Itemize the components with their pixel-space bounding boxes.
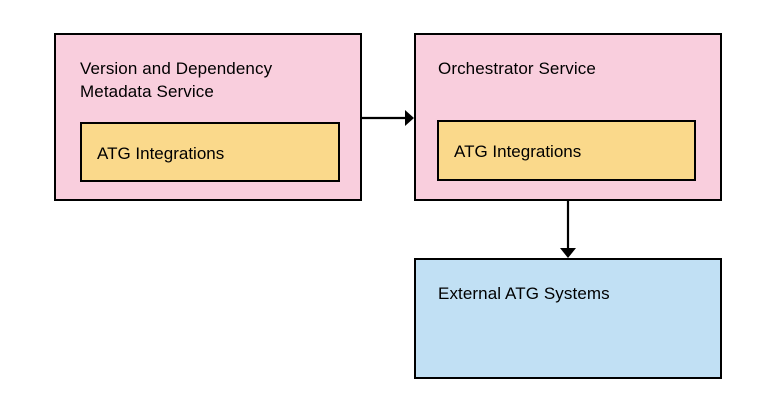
node-label-version-and-dependency-metadata-service: Version and Dependency Metadata Service: [80, 59, 273, 101]
arrowhead-down-icon: [560, 248, 576, 258]
node-external-atg-systems[interactable]: External ATG Systems: [414, 258, 722, 379]
node-label-atg-integrations-version-service: ATG Integrations: [97, 144, 225, 163]
node-label-orchestrator-service: Orchestrator Service: [438, 59, 596, 78]
node-orchestrator-service[interactable]: Orchestrator Service ATG Integrations: [414, 33, 722, 201]
node-atg-integrations-version-service[interactable]: ATG Integrations: [80, 122, 340, 182]
node-label-atg-integrations-orchestrator: ATG Integrations: [454, 142, 582, 161]
node-label-external-atg-systems: External ATG Systems: [438, 284, 610, 303]
node-version-and-dependency-metadata-service[interactable]: Version and Dependency Metadata Service …: [54, 33, 362, 201]
node-atg-integrations-orchestrator[interactable]: ATG Integrations: [437, 120, 696, 181]
arrowhead-right-icon: [405, 110, 414, 126]
